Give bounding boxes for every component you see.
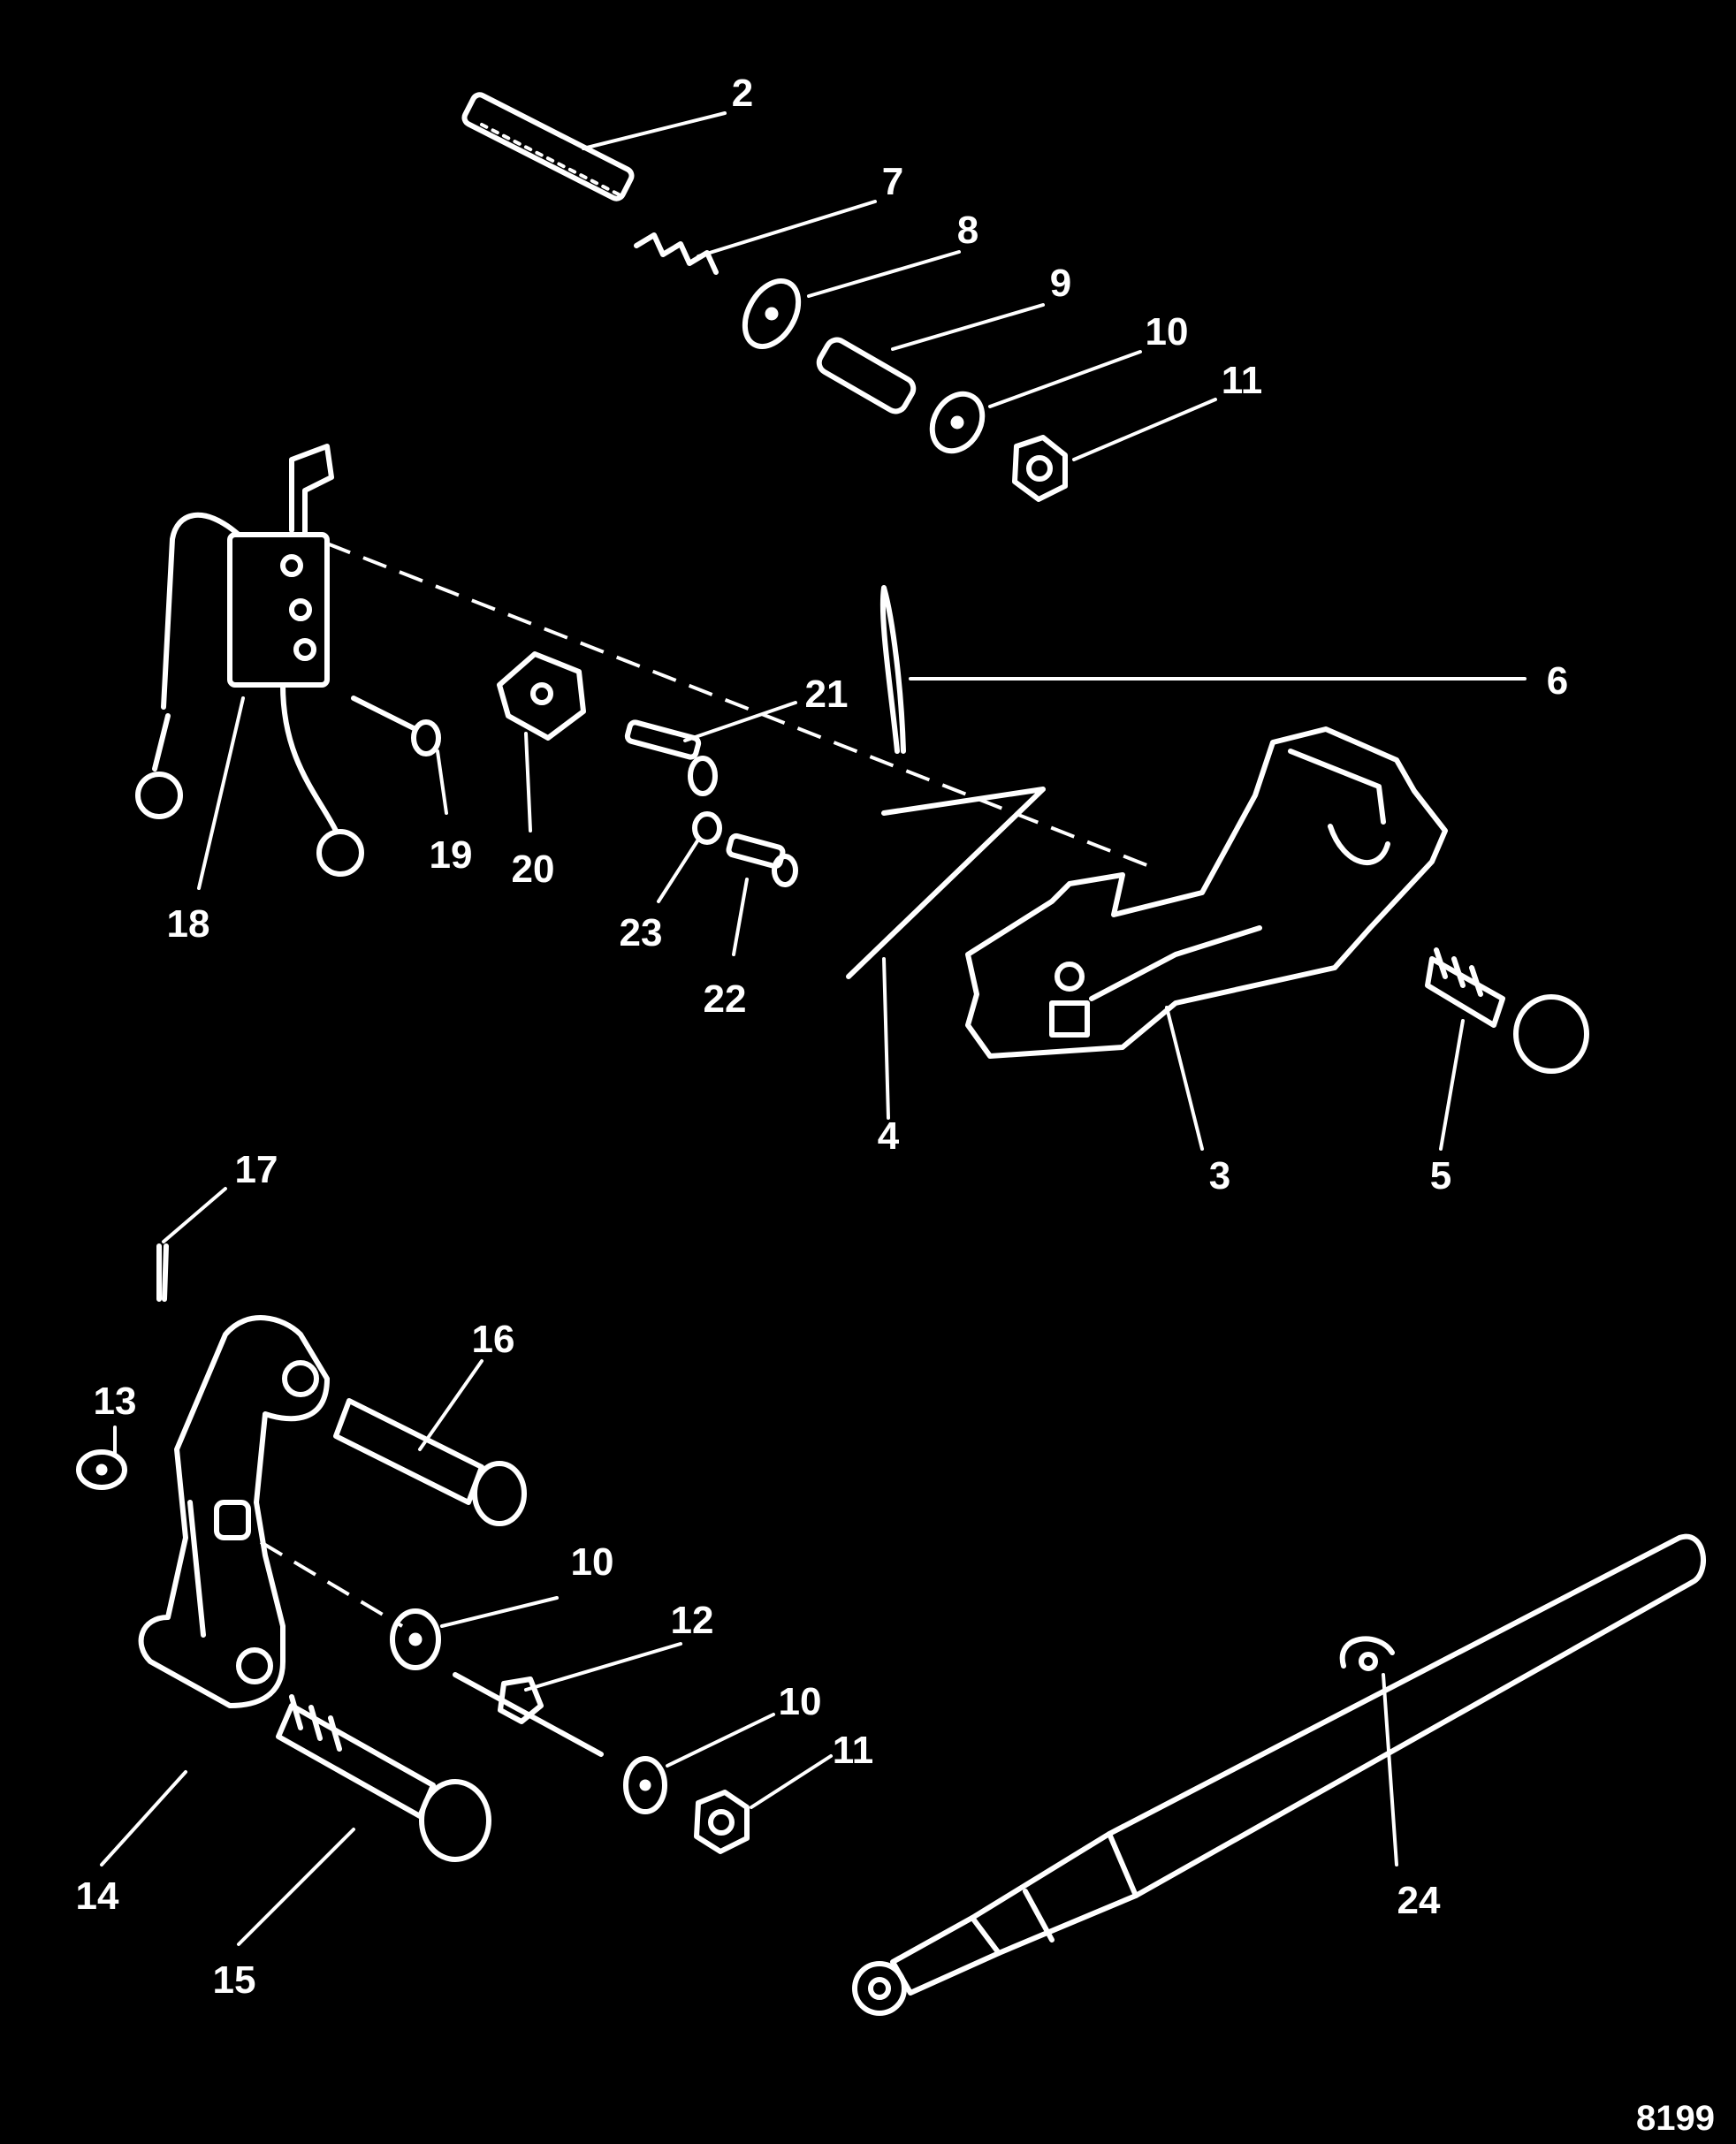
callout-10-top: 10 bbox=[1146, 310, 1189, 354]
part-3-shift-bracket bbox=[965, 726, 1448, 1059]
part-14-lever bbox=[138, 1315, 330, 1708]
callout-12: 12 bbox=[671, 1599, 714, 1642]
callout-13: 13 bbox=[94, 1380, 137, 1423]
figure-number: 8199 bbox=[1636, 2099, 1715, 2138]
part-4-spring-wire bbox=[846, 787, 1046, 979]
callout-20: 20 bbox=[512, 848, 555, 891]
part-18-switch-assembly bbox=[135, 444, 364, 877]
callout-10-low: 10 bbox=[779, 1680, 822, 1723]
callout-numbers: 2 7 8 9 10 11 6 21 19 20 18 23 22 4 3 5 … bbox=[76, 72, 1569, 2002]
part-12-stud bbox=[453, 1672, 604, 1757]
part-10-washer-low bbox=[623, 1756, 667, 1814]
callout-8: 8 bbox=[957, 209, 978, 252]
part-19-screw bbox=[351, 696, 441, 756]
callout-17: 17 bbox=[235, 1148, 278, 1191]
part-11-nut-low bbox=[694, 1790, 750, 1854]
callout-9: 9 bbox=[1050, 262, 1071, 305]
callout-19: 19 bbox=[430, 833, 473, 877]
part-6-cotter-pin bbox=[879, 585, 906, 754]
callout-11-top: 11 bbox=[1222, 359, 1263, 402]
part-10-washer-top bbox=[929, 391, 986, 454]
part-16-pin bbox=[333, 1398, 527, 1526]
callout-18: 18 bbox=[167, 902, 210, 946]
part-23-washer bbox=[692, 811, 722, 845]
assembly-dash-line bbox=[326, 542, 1150, 868]
part-15-bolt bbox=[276, 1694, 491, 1862]
callout-21: 21 bbox=[805, 673, 849, 716]
link-dash-line bbox=[259, 1540, 404, 1628]
part-20-clip bbox=[497, 651, 586, 741]
part-13-clip bbox=[76, 1449, 127, 1490]
part-22-screw bbox=[726, 833, 798, 887]
part-17-cotter-pin bbox=[156, 1243, 169, 1302]
part-10-washer-mid bbox=[390, 1608, 441, 1670]
part-2-stud bbox=[461, 92, 635, 201]
part-5-bolt bbox=[1425, 947, 1589, 1074]
callout-23: 23 bbox=[620, 911, 663, 954]
callout-5: 5 bbox=[1430, 1154, 1451, 1197]
part-24-shift-shaft bbox=[852, 1533, 1706, 2016]
callout-4: 4 bbox=[878, 1114, 900, 1158]
callout-15: 15 bbox=[213, 1958, 256, 2002]
leader-lines bbox=[100, 111, 1527, 1946]
part-21-screw bbox=[624, 719, 718, 796]
callout-7: 7 bbox=[882, 160, 903, 203]
callout-10-mid: 10 bbox=[571, 1540, 614, 1584]
callout-22: 22 bbox=[704, 977, 747, 1021]
callout-3: 3 bbox=[1209, 1154, 1230, 1197]
part-8-washer bbox=[742, 278, 802, 349]
part-9-sleeve bbox=[816, 337, 917, 414]
part-11-nut-top bbox=[1012, 435, 1068, 502]
callout-24: 24 bbox=[1397, 1879, 1441, 1922]
callout-2: 2 bbox=[732, 72, 753, 115]
callout-6: 6 bbox=[1547, 659, 1568, 703]
callout-16: 16 bbox=[472, 1318, 515, 1361]
callout-14: 14 bbox=[76, 1874, 119, 1918]
callout-11-low: 11 bbox=[833, 1729, 874, 1772]
